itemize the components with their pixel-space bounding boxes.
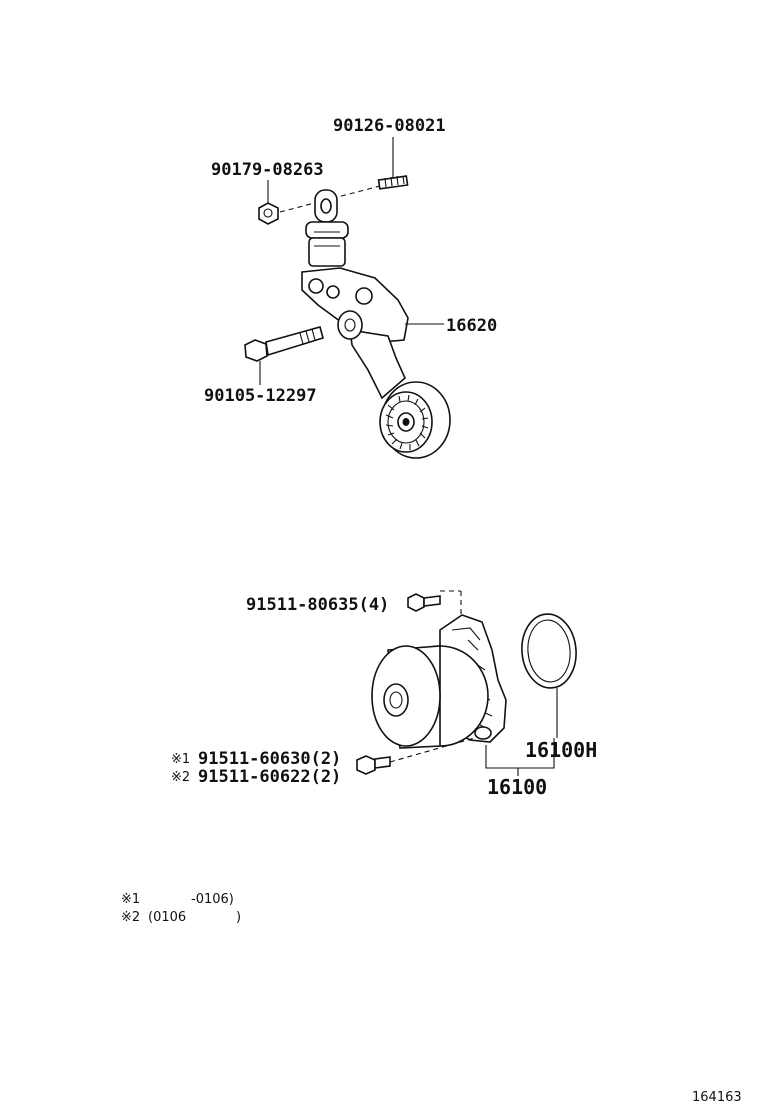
label-water-pump: 16100	[487, 775, 547, 799]
pump-bolt-alt-part[interactable]	[356, 755, 391, 775]
label-pump-bolt: 91511-80635(4)	[246, 595, 389, 615]
label-flange-bolt: 90105-12297	[204, 386, 317, 406]
marker-alt2: ※2	[171, 770, 190, 785]
note1-mark: ※1	[121, 892, 140, 907]
water-pump-part[interactable]	[371, 614, 507, 749]
note2-mark: ※2	[121, 910, 140, 925]
pump-bolt-part[interactable]	[407, 593, 441, 612]
label-pump-bolt-alt1: 91511-60630(2)	[198, 749, 341, 769]
label-nut: 90179-08263	[211, 160, 324, 180]
alt-bolt-dash-line	[389, 736, 479, 763]
tensioner-assy-part[interactable]	[301, 189, 451, 459]
label-stud-bolt: 90126-08021	[333, 116, 446, 136]
note1-text: -0106)	[191, 892, 234, 907]
note2-close: )	[236, 910, 241, 925]
gasket-part[interactable]	[519, 612, 579, 690]
label-pump-bolt-alt2: 91511-60622(2)	[198, 767, 341, 787]
flange-bolt-part[interactable]	[244, 326, 324, 362]
nut-part[interactable]	[258, 202, 279, 225]
note2-open: (0106	[148, 910, 186, 925]
label-gasket: 16100H	[525, 738, 597, 762]
label-tensioner-assy: 16620	[446, 316, 497, 336]
stud-bolt-part[interactable]	[377, 175, 409, 190]
pump-leader-bracket	[485, 738, 555, 769]
diagram-number: 164163	[692, 1090, 742, 1105]
marker-alt1: ※1	[171, 752, 190, 767]
